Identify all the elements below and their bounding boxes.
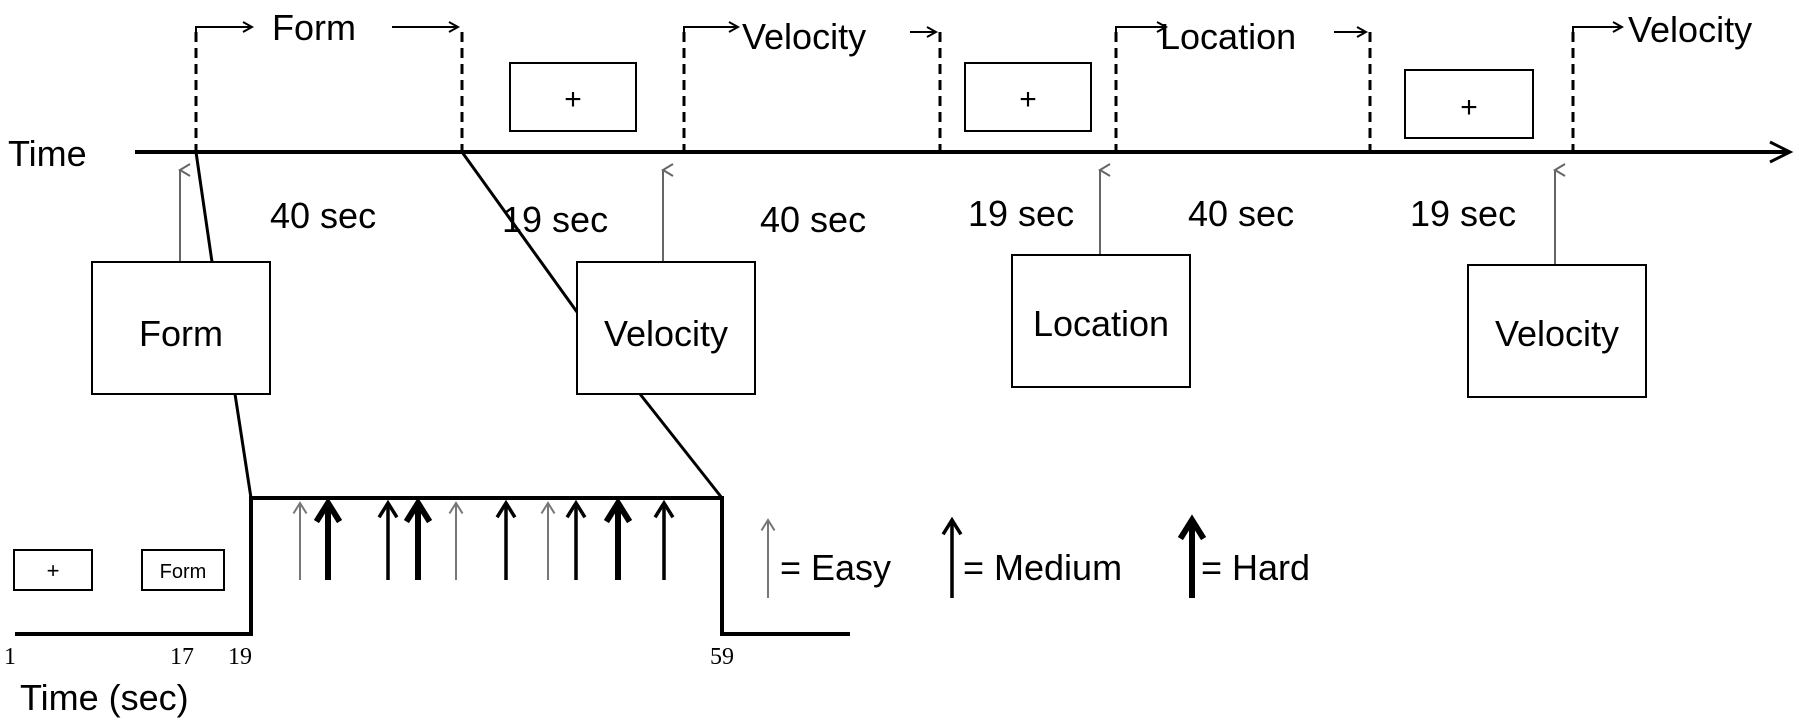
detail-cue-box: Form <box>141 549 225 591</box>
fixation-box: + <box>964 62 1092 132</box>
top-timeline: Time Form Velocity Location Velocity <box>8 7 1794 240</box>
medium-arrow <box>941 516 963 598</box>
easy-arrow <box>540 501 556 580</box>
block-start-arrow <box>1115 27 1166 32</box>
zoom-line <box>460 151 579 313</box>
cue-box-label: Velocity <box>604 313 728 354</box>
fixation-cross: + <box>47 558 60 583</box>
block-start-arrow <box>1572 27 1622 32</box>
medium-arrow <box>377 499 399 580</box>
fixation-box: + <box>509 62 637 132</box>
cue-box-velocity: Velocity <box>1467 264 1647 398</box>
fixation-box: + <box>1404 69 1534 139</box>
duration-label: 40 sec <box>760 199 866 240</box>
easy-arrow <box>448 501 464 580</box>
cue-box-label: Form <box>139 313 223 354</box>
block-label-velocity: Velocity <box>742 16 866 57</box>
hard-arrow <box>1177 514 1207 598</box>
legend-medium-label: = Medium <box>963 547 1122 588</box>
hard-arrow <box>313 497 343 580</box>
cue-arrows <box>178 163 1566 265</box>
duration-label: 19 sec <box>1410 193 1516 234</box>
legend-hard-label: = Hard <box>1201 547 1310 588</box>
tick-label: 1 <box>4 644 16 670</box>
legend-arrows <box>760 514 1207 598</box>
fixation-cross: + <box>1019 83 1037 116</box>
zoom-line <box>638 393 724 499</box>
time-sec-label: Time (sec) <box>20 677 189 718</box>
duration-label: 19 sec <box>502 199 608 240</box>
duration-label: 19 sec <box>968 193 1074 234</box>
block-waveform <box>15 496 850 636</box>
block-start-arrow <box>195 27 252 32</box>
easy-arrow <box>760 518 776 598</box>
block-label-location: Location <box>1160 16 1296 57</box>
block-label-arrows <box>195 27 1622 32</box>
fixation-cross: + <box>564 83 582 116</box>
cue-box-location: Location <box>1011 254 1191 388</box>
tick-label: 59 <box>710 644 734 670</box>
trial-arrows <box>292 497 675 580</box>
easy-arrow <box>292 501 308 580</box>
detail-fixation-box: + <box>13 549 93 591</box>
fixation-cross: + <box>1460 91 1478 124</box>
time-axis-label: Time <box>8 133 87 174</box>
cue-box-label: Velocity <box>1495 313 1619 354</box>
zoom-lines <box>194 151 724 499</box>
medium-arrow <box>653 499 675 580</box>
legend: = Easy = Medium = Hard <box>760 514 1310 598</box>
cue-box-label: Location <box>1033 303 1169 344</box>
medium-arrow <box>565 499 587 580</box>
medium-arrow <box>495 499 517 580</box>
tick-label: 19 <box>228 644 252 670</box>
block-label-form: Form <box>272 7 356 48</box>
hard-arrow <box>403 497 433 580</box>
hard-arrow <box>603 497 633 580</box>
tick-label: 17 <box>170 644 194 670</box>
block-boundaries <box>194 32 1575 152</box>
zoom-line <box>233 393 253 499</box>
detail-timeline: + Form 1 17 19 59 Time (sec) <box>4 496 850 718</box>
zoom-line <box>194 151 214 263</box>
block-label-velocity: Velocity <box>1628 9 1752 50</box>
duration-label: 40 sec <box>1188 193 1294 234</box>
cue-box-velocity: Velocity <box>576 261 756 395</box>
block-start-arrow <box>683 27 738 32</box>
duration-label: 40 sec <box>270 195 376 236</box>
time-axis-arrowhead <box>1769 140 1794 164</box>
cue-label: Form <box>160 561 207 583</box>
cue-box-form: Form <box>91 261 271 395</box>
legend-easy-label: = Easy <box>780 547 891 588</box>
